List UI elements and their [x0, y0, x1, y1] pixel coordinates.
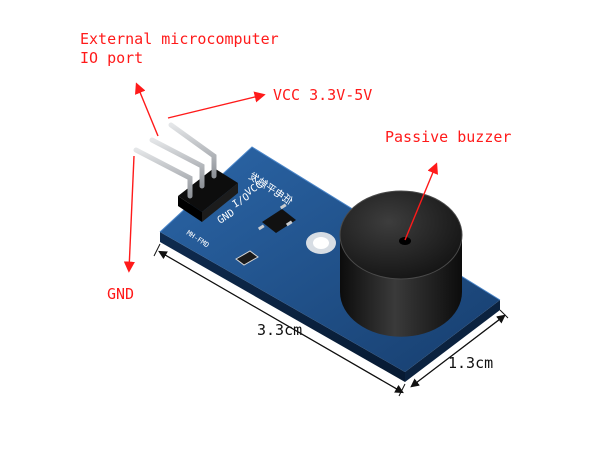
label-width: 1.3cm	[448, 354, 494, 372]
smd-resistor	[235, 250, 259, 266]
pin-header	[178, 168, 238, 222]
annotation-arrows	[123, 82, 438, 273]
label-passive-buzzer: Passive buzzer	[385, 128, 512, 146]
label-vcc: VCC 3.3V-5V	[273, 86, 373, 104]
label-io-line1: External microcomputer	[80, 30, 279, 48]
smd-transistor	[257, 203, 296, 233]
label-io-line2: IO port	[80, 49, 144, 67]
dimension-lines	[153, 243, 509, 397]
passive-buzzer	[339, 190, 463, 337]
mounting-hole	[306, 232, 336, 254]
label-gnd: GND	[107, 285, 135, 303]
header-pins	[133, 122, 217, 199]
label-length: 3.3cm	[257, 321, 303, 339]
